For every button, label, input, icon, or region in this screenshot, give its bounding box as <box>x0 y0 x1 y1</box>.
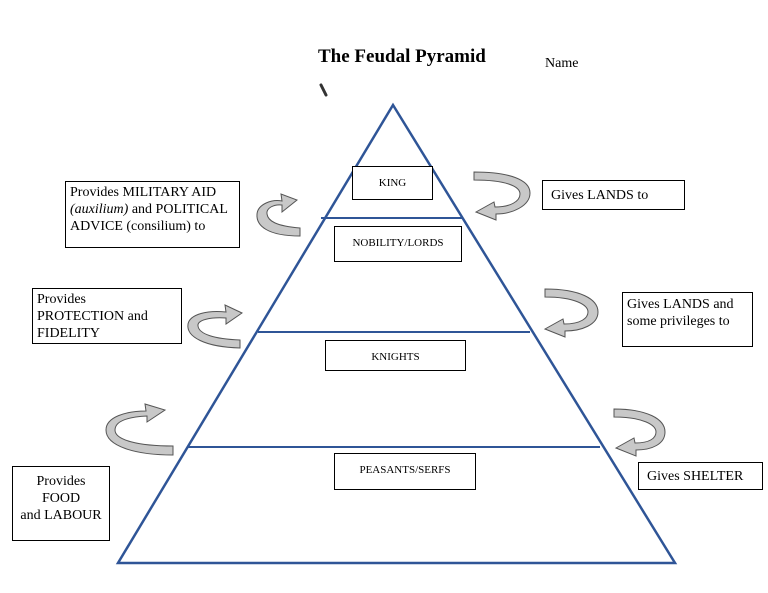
note-box-knights-duties: Provides PROTECTION and FIDELITY <box>32 288 182 344</box>
note-knights-line2: PROTECTION and <box>37 309 148 324</box>
note-nobility-line2: (auxilium) and POLITICAL <box>70 201 235 218</box>
note-knights-line1: Provides <box>37 292 86 307</box>
tier-box-nobility: NOBILITY/LORDS <box>334 226 462 262</box>
note-box-peasants-duties: Provides FOOD and LABOUR <box>12 466 110 541</box>
name-label: Name <box>545 56 579 71</box>
curved-arrow-left-2-icon <box>187 304 244 349</box>
note-peasants-line1: Provides FOOD <box>36 474 86 506</box>
curved-arrow-right-3-icon <box>613 408 666 457</box>
note-nobility-gives-line2: some privileges to <box>627 314 730 329</box>
note-knights-gives: Gives SHELTER <box>647 469 744 484</box>
tier-box-peasants: PEASANTS/SERFS <box>334 453 476 490</box>
note-nobility-latin-term: (auxilium) <box>70 202 129 217</box>
note-king-gives: Gives LANDS to <box>551 188 649 203</box>
curved-arrow-left-3-icon <box>105 403 174 456</box>
note-box-knights-gives: Gives SHELTER <box>638 462 763 490</box>
note-nobility-line1: Provides MILITARY AID <box>70 185 217 200</box>
tier-label-peasants: PEASANTS/SERFS <box>359 464 451 476</box>
pyramid-outline <box>115 102 678 565</box>
curved-arrow-right-1-icon <box>473 171 531 221</box>
note-nobility-line2-rest: and POLITICAL <box>128 202 228 217</box>
note-box-nobility-duties: Provides MILITARY AID (auxilium) and POL… <box>65 181 240 248</box>
pen-mark <box>319 83 328 97</box>
tier-dividers <box>187 217 600 448</box>
curved-arrow-right-2-icon <box>543 288 599 338</box>
tier-label-nobility: NOBILITY/LORDS <box>352 237 444 249</box>
note-peasants-line2: and LABOUR <box>20 508 102 523</box>
note-knights-line3: FIDELITY <box>37 326 100 341</box>
tier-box-king: KING <box>352 166 433 200</box>
note-box-king-gives: Gives LANDS to <box>542 180 685 210</box>
note-nobility-line3: ADVICE (consilium) to <box>70 219 206 234</box>
curved-arrow-left-1-icon <box>256 193 301 237</box>
tier-label-king: KING <box>378 177 407 189</box>
note-nobility-gives-line1: Gives LANDS and <box>627 297 734 312</box>
page-title: The Feudal Pyramid <box>318 46 486 67</box>
tier-label-knights: KNIGHTS <box>371 351 420 363</box>
note-box-nobility-gives: Gives LANDS and some privileges to <box>622 292 753 347</box>
tier-box-knights: KNIGHTS <box>325 340 466 371</box>
